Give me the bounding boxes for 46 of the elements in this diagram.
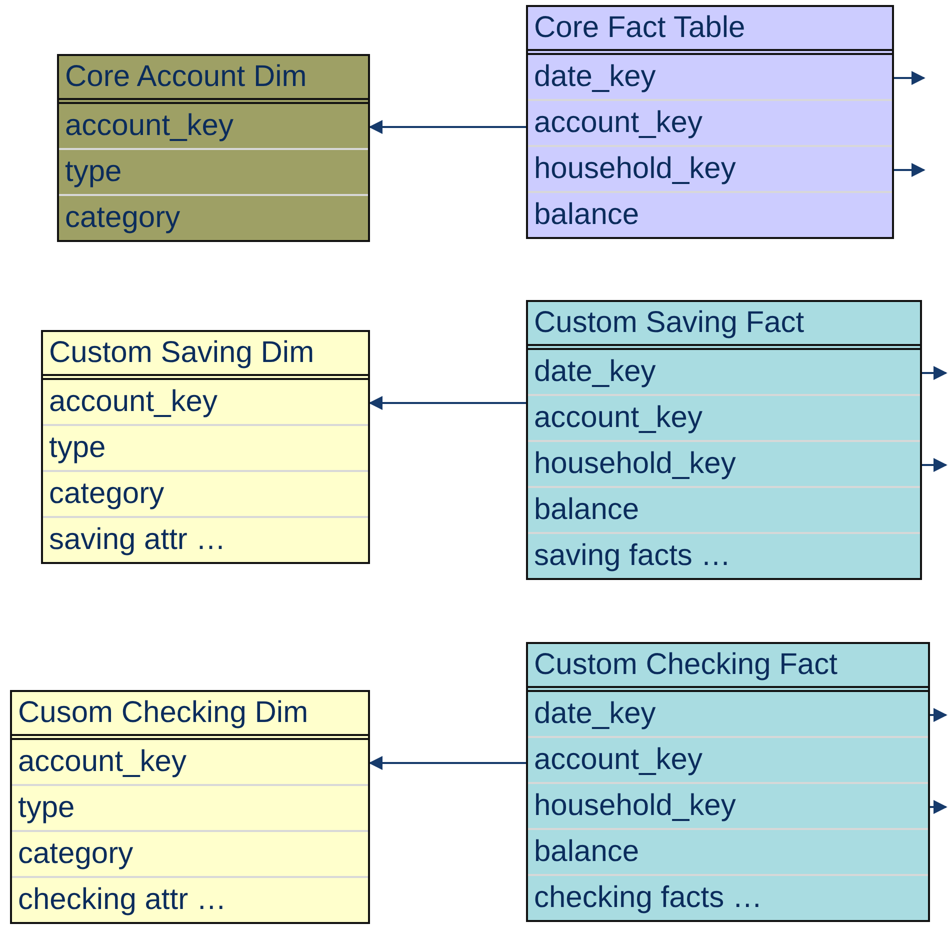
table-title: Custom Saving Fact <box>528 302 920 350</box>
table-field: type <box>12 786 368 832</box>
table-box <box>41 330 370 564</box>
table-field: category <box>59 196 368 240</box>
table-field: date_key <box>528 692 928 738</box>
table-field: type <box>59 150 368 196</box>
arrow <box>922 458 948 472</box>
table-title: Custom Checking Fact <box>528 644 928 692</box>
table-field: account_key <box>43 380 368 426</box>
table-title: Custom Saving Dim <box>43 332 368 380</box>
table-box <box>57 54 370 242</box>
table-field: balance <box>528 193 892 237</box>
arrow <box>368 396 526 410</box>
table-field: saving facts … <box>528 534 920 578</box>
table-field: account_key <box>528 738 928 784</box>
table-field: account_key <box>528 101 892 147</box>
arrow <box>930 800 948 814</box>
arrow <box>368 120 526 134</box>
table-box <box>526 642 930 922</box>
table-field: checking attr … <box>12 878 368 922</box>
table-field: household_key <box>528 147 892 193</box>
table-field: account_key <box>528 396 920 442</box>
arrow <box>930 708 948 722</box>
table-field: checking facts … <box>528 876 928 920</box>
arrow <box>368 756 526 770</box>
table-field: date_key <box>528 55 892 101</box>
table-field: category <box>43 472 368 518</box>
table-field: saving attr … <box>43 518 368 562</box>
arrow <box>922 366 948 380</box>
table-box <box>526 300 922 580</box>
table-title: Core Fact Table <box>528 7 892 55</box>
table-field: balance <box>528 488 920 534</box>
arrow <box>894 163 926 177</box>
table-field: type <box>43 426 368 472</box>
table-title: Cusom Checking Dim <box>12 692 368 740</box>
table-box <box>526 5 894 239</box>
arrow <box>894 71 926 85</box>
table-field: account_key <box>59 104 368 150</box>
table-field: balance <box>528 830 928 876</box>
table-box <box>10 690 370 924</box>
table-title: Core Account Dim <box>59 56 368 104</box>
table-field: household_key <box>528 442 920 488</box>
table-field: date_key <box>528 350 920 396</box>
table-field: category <box>12 832 368 878</box>
table-field: household_key <box>528 784 928 830</box>
table-field: account_key <box>12 740 368 786</box>
